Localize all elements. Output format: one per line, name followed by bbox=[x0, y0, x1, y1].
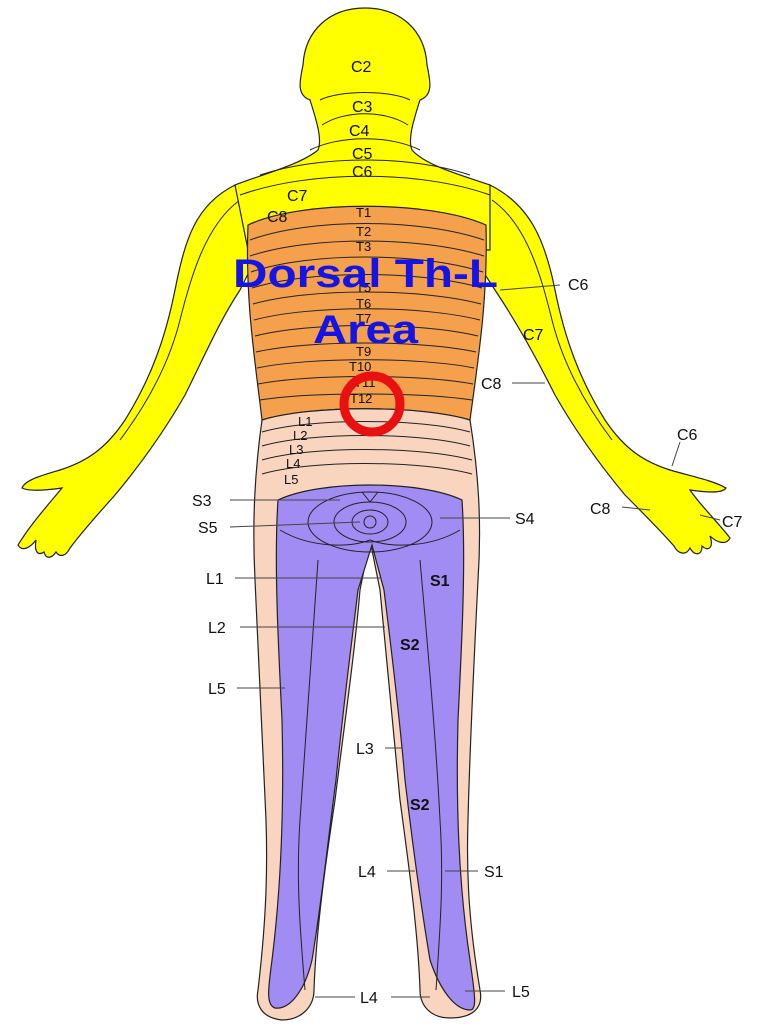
label-l5-leg: L5 bbox=[208, 681, 226, 698]
label-c7-left: C7 bbox=[287, 188, 308, 205]
label-l3-leg: L3 bbox=[356, 741, 374, 758]
label-s4: S4 bbox=[515, 511, 535, 528]
right-arm bbox=[482, 185, 730, 554]
label-c8-arm: C8 bbox=[481, 376, 502, 393]
label-c8-hand: C8 bbox=[590, 501, 611, 518]
label-c7-hand: C7 bbox=[722, 514, 743, 531]
label-l4-back: L4 bbox=[286, 456, 300, 471]
label-l2-back: L2 bbox=[293, 428, 307, 443]
label-t12: T12 bbox=[350, 391, 372, 406]
label-l3-back: L3 bbox=[289, 442, 303, 457]
label-l2-leg: L2 bbox=[208, 620, 226, 637]
label-c6-arm: C6 bbox=[568, 277, 589, 294]
label-s2-lower: S2 bbox=[410, 797, 430, 814]
label-s3: S3 bbox=[192, 493, 212, 510]
left-arm bbox=[18, 185, 250, 557]
label-s1-upper: S1 bbox=[430, 573, 450, 590]
label-l1-leg: L1 bbox=[206, 571, 224, 588]
label-c4: C4 bbox=[349, 123, 370, 140]
label-s1-lower: S1 bbox=[484, 864, 504, 881]
label-c5: C5 bbox=[352, 146, 373, 163]
label-s2-upper: S2 bbox=[400, 637, 420, 654]
label-c6: C6 bbox=[352, 164, 373, 181]
overlay-line-1: Dorsal Th-L bbox=[233, 252, 498, 296]
label-l1-back: L1 bbox=[298, 414, 312, 429]
label-c3: C3 bbox=[352, 99, 373, 116]
label-l5-back: L5 bbox=[284, 472, 298, 487]
label-c7-arm: C7 bbox=[523, 327, 544, 344]
label-l5-foot: L5 bbox=[512, 984, 530, 1001]
label-t1: T1 bbox=[356, 205, 371, 220]
label-c6-hand: C6 bbox=[677, 427, 698, 444]
label-c2: C2 bbox=[351, 59, 372, 76]
label-s5: S5 bbox=[198, 520, 218, 537]
overlay-line-2: Area bbox=[313, 308, 419, 352]
label-l4-foot: L4 bbox=[360, 990, 378, 1007]
label-c8-left: C8 bbox=[267, 209, 288, 226]
label-l4-leg: L4 bbox=[358, 864, 376, 881]
label-t2: T2 bbox=[356, 224, 371, 239]
